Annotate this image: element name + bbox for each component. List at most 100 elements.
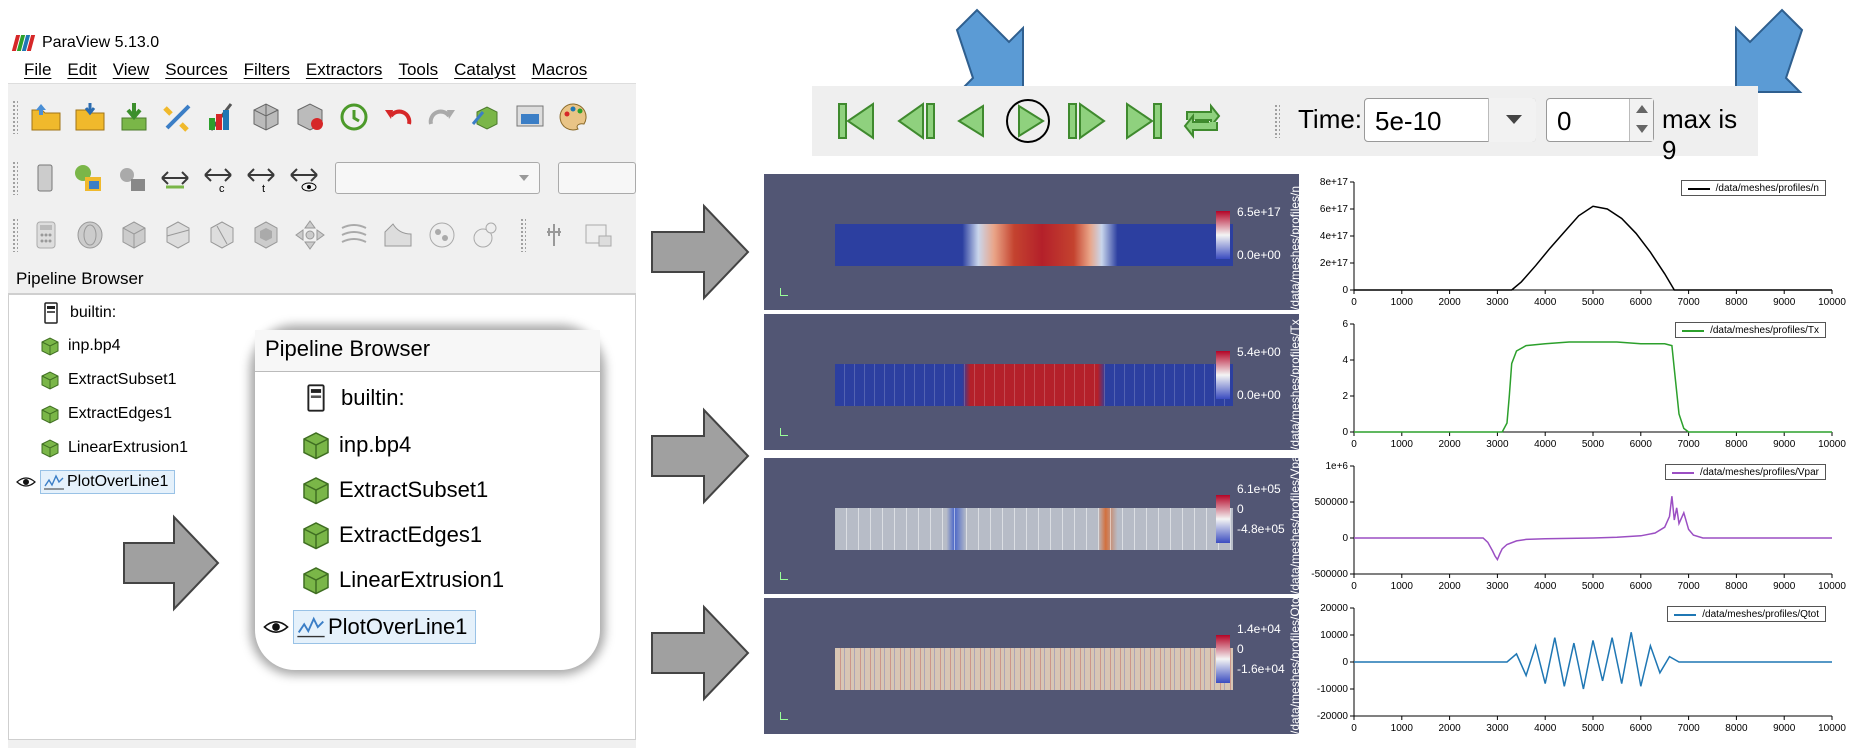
glyph-icon[interactable] [292, 217, 328, 253]
first-frame-button[interactable] [832, 98, 880, 144]
chart-legend: /data/meshes/profiles/Vpar [1665, 464, 1826, 480]
pipeline-item-inp-bp4[interactable]: inp.bp4 [40, 336, 121, 356]
group-icon[interactable] [424, 217, 460, 253]
toolbar-grip[interactable] [1274, 104, 1280, 138]
server-disconnect-icon[interactable] [248, 99, 284, 135]
play-button[interactable] [1004, 98, 1052, 144]
x-tick-label: 7000 [1677, 723, 1700, 734]
colorbar-max-label: 5.4e+00 [1237, 345, 1281, 359]
stream-tracer-icon[interactable] [336, 217, 372, 253]
timestep-spinbox[interactable]: 0 [1546, 98, 1654, 142]
render-view-tx[interactable]: 5.4e+00 0.0e+00 /data/meshes/profiles/Tx [764, 314, 1302, 450]
zoom-item-extractedges1: ExtractEdges1 [301, 520, 482, 550]
menu-macros[interactable]: Macros [531, 59, 588, 79]
menu-view[interactable]: View [112, 59, 150, 79]
undo-icon[interactable] [380, 99, 416, 135]
temporal-range-icon[interactable]: t [243, 160, 278, 196]
menu-catalyst[interactable]: Catalyst [454, 59, 516, 79]
zoom-item-plotoverline1: PlotOverLine1 [263, 610, 477, 644]
colorbar-mid-label: 0 [1237, 642, 1244, 656]
pipeline-item-extractsubset1[interactable]: ExtractSubset1 [40, 370, 177, 390]
redo-icon[interactable] [424, 99, 460, 135]
save-data-icon[interactable] [116, 99, 152, 135]
spreadsheet-icon[interactable] [536, 217, 572, 253]
render-view-vpar[interactable]: 6.1e+05 0 -4.8e+05 /data/meshes/profiles… [764, 451, 1302, 594]
zoom-header-title: Pipeline Browser [265, 336, 431, 361]
contour-icon[interactable] [72, 217, 108, 253]
pipeline-item-linearextrusion1[interactable]: LinearExtrusion1 [40, 438, 188, 458]
palette-icon[interactable] [204, 99, 240, 135]
range-icon[interactable] [157, 160, 192, 196]
threshold-icon[interactable] [204, 217, 240, 253]
pipeline-browser-title: Pipeline Browser [16, 269, 144, 288]
extract-subset-icon[interactable] [248, 217, 284, 253]
custom-range-icon[interactable]: c [200, 160, 235, 196]
menu-extractors[interactable]: Extractors [305, 59, 383, 79]
x-tick-label: 1000 [1391, 581, 1414, 592]
toolbar-grip[interactable] [520, 218, 526, 252]
color-by-combo[interactable] [335, 162, 541, 194]
slice-icon[interactable] [160, 217, 196, 253]
x-tick-label: 3000 [1486, 581, 1509, 592]
camera-icon[interactable] [512, 99, 548, 135]
chevron-up-icon[interactable] [1636, 105, 1648, 113]
component-combo[interactable] [558, 162, 637, 194]
x-tick-label: 7000 [1677, 297, 1700, 308]
blue-callout-arrow-icon [1735, 8, 1804, 93]
color-palette-icon[interactable] [556, 99, 592, 135]
render-view-qtot[interactable]: 1.4e+04 0 -1.6e+04 /data/meshes/profiles… [764, 594, 1302, 734]
cube-icon [41, 405, 59, 424]
previous-frame-button[interactable] [894, 98, 942, 144]
visible-range-icon[interactable] [286, 160, 321, 196]
menu-tools[interactable]: Tools [398, 59, 439, 79]
toolbar-grip[interactable] [12, 161, 18, 195]
pipeline-item-plotoverline1[interactable]: PlotOverLine1 [16, 470, 176, 494]
pipeline-item-builtin[interactable]: builtin: [44, 302, 116, 324]
extract-level-icon[interactable] [468, 217, 504, 253]
y-tick-label: 4e+17 [1320, 231, 1349, 242]
x-tick-label: 1000 [1391, 439, 1414, 450]
loop-button[interactable] [1178, 98, 1226, 144]
x-tick-label: 6000 [1630, 439, 1653, 450]
clip-icon[interactable] [116, 217, 152, 253]
menu-edit[interactable]: Edit [67, 59, 97, 79]
connect-icon[interactable] [160, 99, 196, 135]
reverse-play-button[interactable] [948, 98, 996, 144]
toolbar-grip[interactable] [12, 100, 18, 134]
color-toolbar: c t [8, 156, 637, 200]
reset-session-icon[interactable] [336, 99, 372, 135]
orientation-axes-icon [780, 572, 788, 580]
rescale-icon[interactable] [114, 160, 149, 196]
last-frame-button[interactable] [1120, 98, 1168, 144]
chevron-down-icon[interactable] [1636, 125, 1648, 133]
zoom-item-label: ExtractSubset1 [339, 477, 489, 502]
warp-icon[interactable] [380, 217, 416, 253]
server-connect-icon[interactable] [292, 99, 328, 135]
menu-sources[interactable]: Sources [165, 59, 228, 79]
window-title: ParaView 5.13.0 [42, 34, 160, 51]
render-view-n[interactable]: 6.5e+17 0.0e+00 /data/meshes/profiles/n [764, 174, 1302, 310]
eye-icon[interactable] [16, 475, 36, 489]
y-tick-label: 2 [1342, 391, 1348, 402]
color-map-icon[interactable] [71, 160, 106, 196]
layout-icon[interactable] [580, 217, 616, 253]
calculator-icon[interactable] [28, 217, 64, 253]
pipeline-item-extractedges1[interactable]: ExtractEdges1 [40, 404, 172, 424]
load-state-icon[interactable] [72, 99, 108, 135]
x-tick-label: 4000 [1534, 581, 1557, 592]
toolbar-grip[interactable] [12, 218, 18, 252]
x-tick-label: 4000 [1534, 723, 1557, 734]
time-dropdown-button[interactable] [1488, 98, 1536, 142]
menu-filters[interactable]: Filters [243, 59, 290, 79]
python-icon[interactable] [468, 99, 504, 135]
open-folder-icon[interactable] [28, 99, 64, 135]
menu-file[interactable]: File [24, 59, 52, 79]
properties-icon[interactable] [28, 160, 63, 196]
spin-buttons[interactable] [1629, 99, 1653, 141]
next-frame-button[interactable] [1062, 98, 1110, 144]
